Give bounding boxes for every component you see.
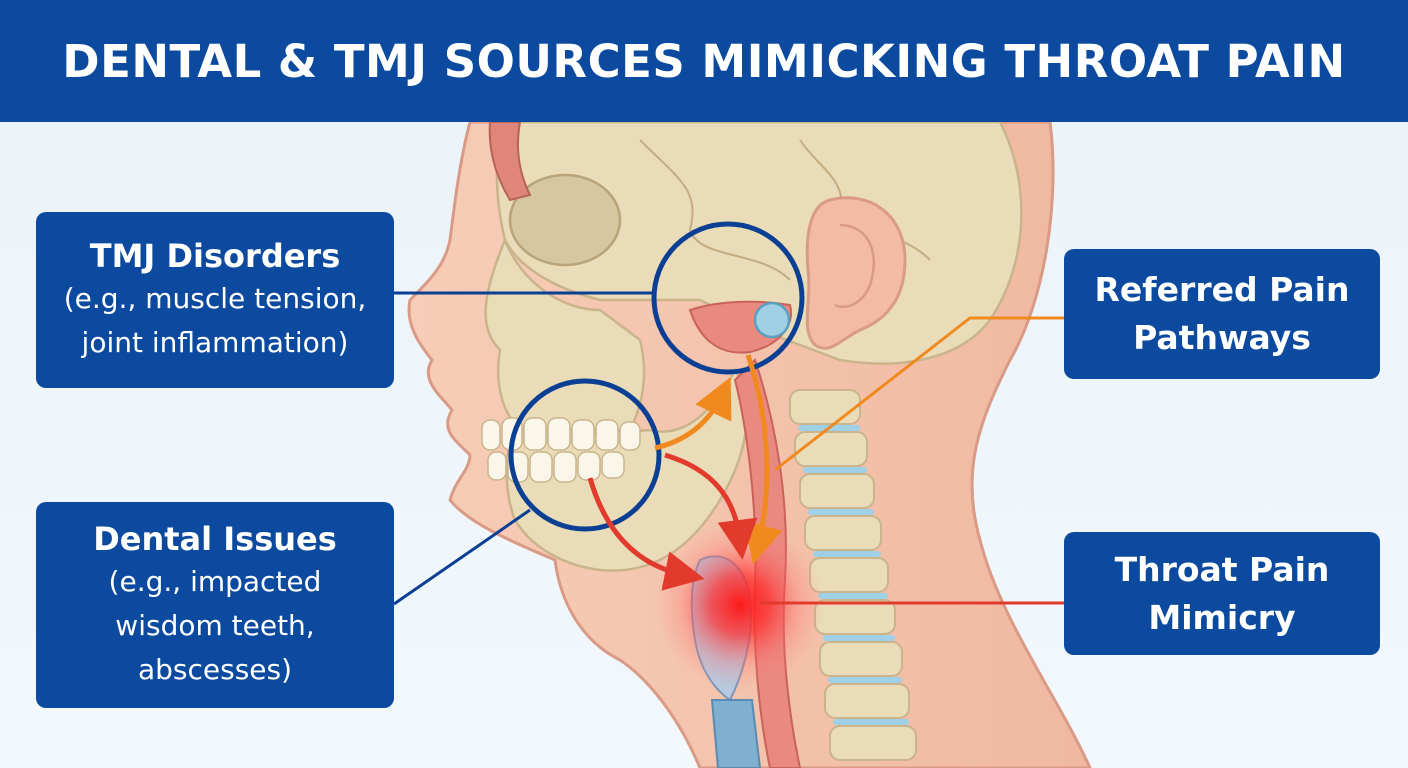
callout-tmj-heading: TMJ Disorders bbox=[89, 237, 341, 275]
leader-line-dental bbox=[393, 508, 531, 606]
callout-referred-pain: Referred Pain Pathways bbox=[1064, 249, 1380, 379]
temporal-muscle bbox=[488, 122, 532, 202]
trachea bbox=[710, 699, 762, 768]
tmj-condyle bbox=[753, 301, 791, 339]
anatomy-illustration bbox=[393, 122, 1092, 768]
callout-tmj-detail-1: (e.g., muscle tension, bbox=[63, 282, 367, 315]
ear bbox=[805, 196, 907, 350]
spinal-discs bbox=[798, 425, 909, 725]
callout-throat-heading-1: Throat Pain bbox=[1114, 549, 1330, 589]
callout-tmj-disorders: TMJ Disorders (e.g., muscle tension, joi… bbox=[36, 212, 394, 388]
callout-dental-detail-2: wisdom teeth, bbox=[115, 609, 315, 642]
callout-throat-pain: Throat Pain Mimicry bbox=[1064, 532, 1380, 655]
throat-pain-glow bbox=[655, 520, 825, 690]
callout-dental-detail-1: (e.g., impacted bbox=[108, 565, 322, 598]
leader-line-referred bbox=[774, 316, 1064, 472]
title-banner: DENTAL & TMJ SOURCES MIMICKING THROAT PA… bbox=[0, 0, 1408, 122]
pain-arrow-teeth-to-throat bbox=[587, 477, 705, 591]
callout-referred-heading-2: Pathways bbox=[1133, 318, 1311, 357]
pain-arrow-jaw-to-throat bbox=[664, 452, 758, 560]
callout-dental-heading: Dental Issues bbox=[93, 520, 337, 558]
callout-tmj-detail-2: joint inflammation) bbox=[81, 326, 349, 359]
tmj-highlight-circle bbox=[651, 221, 805, 375]
callout-dental-detail-3: abscesses) bbox=[137, 653, 293, 686]
eye-orbit bbox=[508, 173, 622, 267]
callout-referred-heading-1: Referred Pain bbox=[1094, 270, 1350, 309]
callout-throat-heading-2: Mimicry bbox=[1148, 597, 1296, 637]
callout-dental-issues: Dental Issues (e.g., impacted wisdom tee… bbox=[36, 502, 394, 708]
cervical-spine bbox=[789, 389, 917, 761]
page-title: DENTAL & TMJ SOURCES MIMICKING THROAT PA… bbox=[62, 34, 1346, 88]
referred-arrow-tmj-to-throat bbox=[743, 354, 783, 565]
referred-arrow-teeth-to-tmj bbox=[654, 376, 732, 451]
dental-highlight-circle bbox=[508, 378, 662, 532]
